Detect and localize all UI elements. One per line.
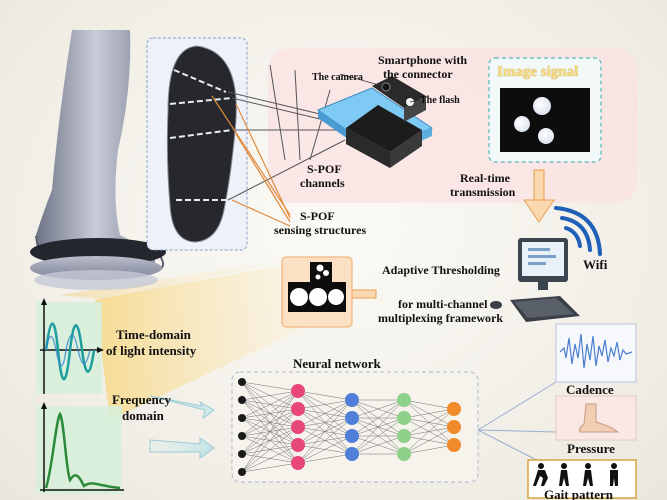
frequency-label-1: Frequency <box>112 392 171 407</box>
wifi-icon <box>554 206 602 256</box>
foot-icon <box>579 403 620 433</box>
multiplexing-label-2: multiplexing framework <box>378 311 503 325</box>
smartphone-label-1: Smartphone with <box>378 53 468 67</box>
nn-node <box>238 378 246 386</box>
nn-node <box>397 411 411 425</box>
output-lines <box>477 381 557 471</box>
insole-fibers <box>169 69 233 201</box>
nn-node <box>447 438 461 452</box>
nn-node <box>345 429 359 443</box>
nn-node <box>345 447 359 461</box>
nn-node <box>345 393 359 407</box>
nn-node <box>447 420 461 434</box>
nn-node <box>291 402 305 416</box>
multiplexing-label-1: for multi-channel <box>398 297 488 311</box>
frequency-domain-chart <box>36 402 124 494</box>
sensing-arrows <box>211 95 291 227</box>
insole <box>166 45 237 243</box>
spof-channels-label-1: S-POF <box>307 162 342 176</box>
smartphone <box>316 73 434 168</box>
threshold-image <box>281 256 353 328</box>
neural-network-label: Neural network <box>293 356 381 371</box>
nn-node <box>291 438 305 452</box>
time-domain-label-2: of light intensity <box>106 343 197 358</box>
spof-channels-label-2: channels <box>300 176 345 190</box>
spof-sensing-label-2: sensing structures <box>274 223 367 237</box>
nn-node <box>291 456 305 470</box>
time-domain-label-1: Time-domain <box>116 327 191 342</box>
nn-node <box>238 432 246 440</box>
flash-label: The flash <box>420 95 460 106</box>
transmission-arrow <box>523 169 555 223</box>
nn-node <box>397 447 411 461</box>
nn-node <box>291 384 305 398</box>
realtime-label-1: Real-time <box>460 171 510 185</box>
signal-beam-upper <box>60 258 300 300</box>
nn-node <box>238 414 246 422</box>
nn-node <box>238 396 246 404</box>
pressure-label: Pressure <box>567 441 615 456</box>
callout-lines <box>227 64 346 201</box>
time-domain-chart <box>36 298 104 394</box>
image-signal-title: Image signal <box>497 64 579 80</box>
time-arrow <box>149 395 215 420</box>
spof-sensing-label-1: S-POF <box>300 209 335 223</box>
nn-node <box>397 393 411 407</box>
gait-pattern-label: Gait pattern <box>544 487 613 500</box>
nn-edges <box>241 381 455 473</box>
wifi-label: Wifi <box>583 257 608 272</box>
adaptive-thresholding-label: Adaptive Thresholding <box>382 263 500 277</box>
gait-panel <box>527 459 637 499</box>
pressure-panel <box>555 395 637 441</box>
nn-node <box>345 411 359 425</box>
nn-node <box>238 450 246 458</box>
gait-figures-icon <box>533 463 618 486</box>
nn-node <box>397 429 411 443</box>
camera-label: The camera <box>312 72 363 83</box>
neural-network-panel <box>231 371 479 483</box>
smartphone-label-2: the connector <box>383 67 453 81</box>
computer-icon <box>490 238 580 322</box>
signal-beam <box>95 262 300 420</box>
nn-node <box>238 468 246 476</box>
cadence-label: Cadence <box>566 382 614 397</box>
nn-nodes <box>238 378 461 476</box>
cadence-panel <box>555 323 637 383</box>
leg-illustration <box>30 30 166 290</box>
realtime-label-2: transmission <box>450 185 516 199</box>
nn-node <box>447 402 461 416</box>
nn-node <box>291 420 305 434</box>
frequency-arrow <box>149 437 215 459</box>
frequency-label-2: domain <box>122 408 164 423</box>
